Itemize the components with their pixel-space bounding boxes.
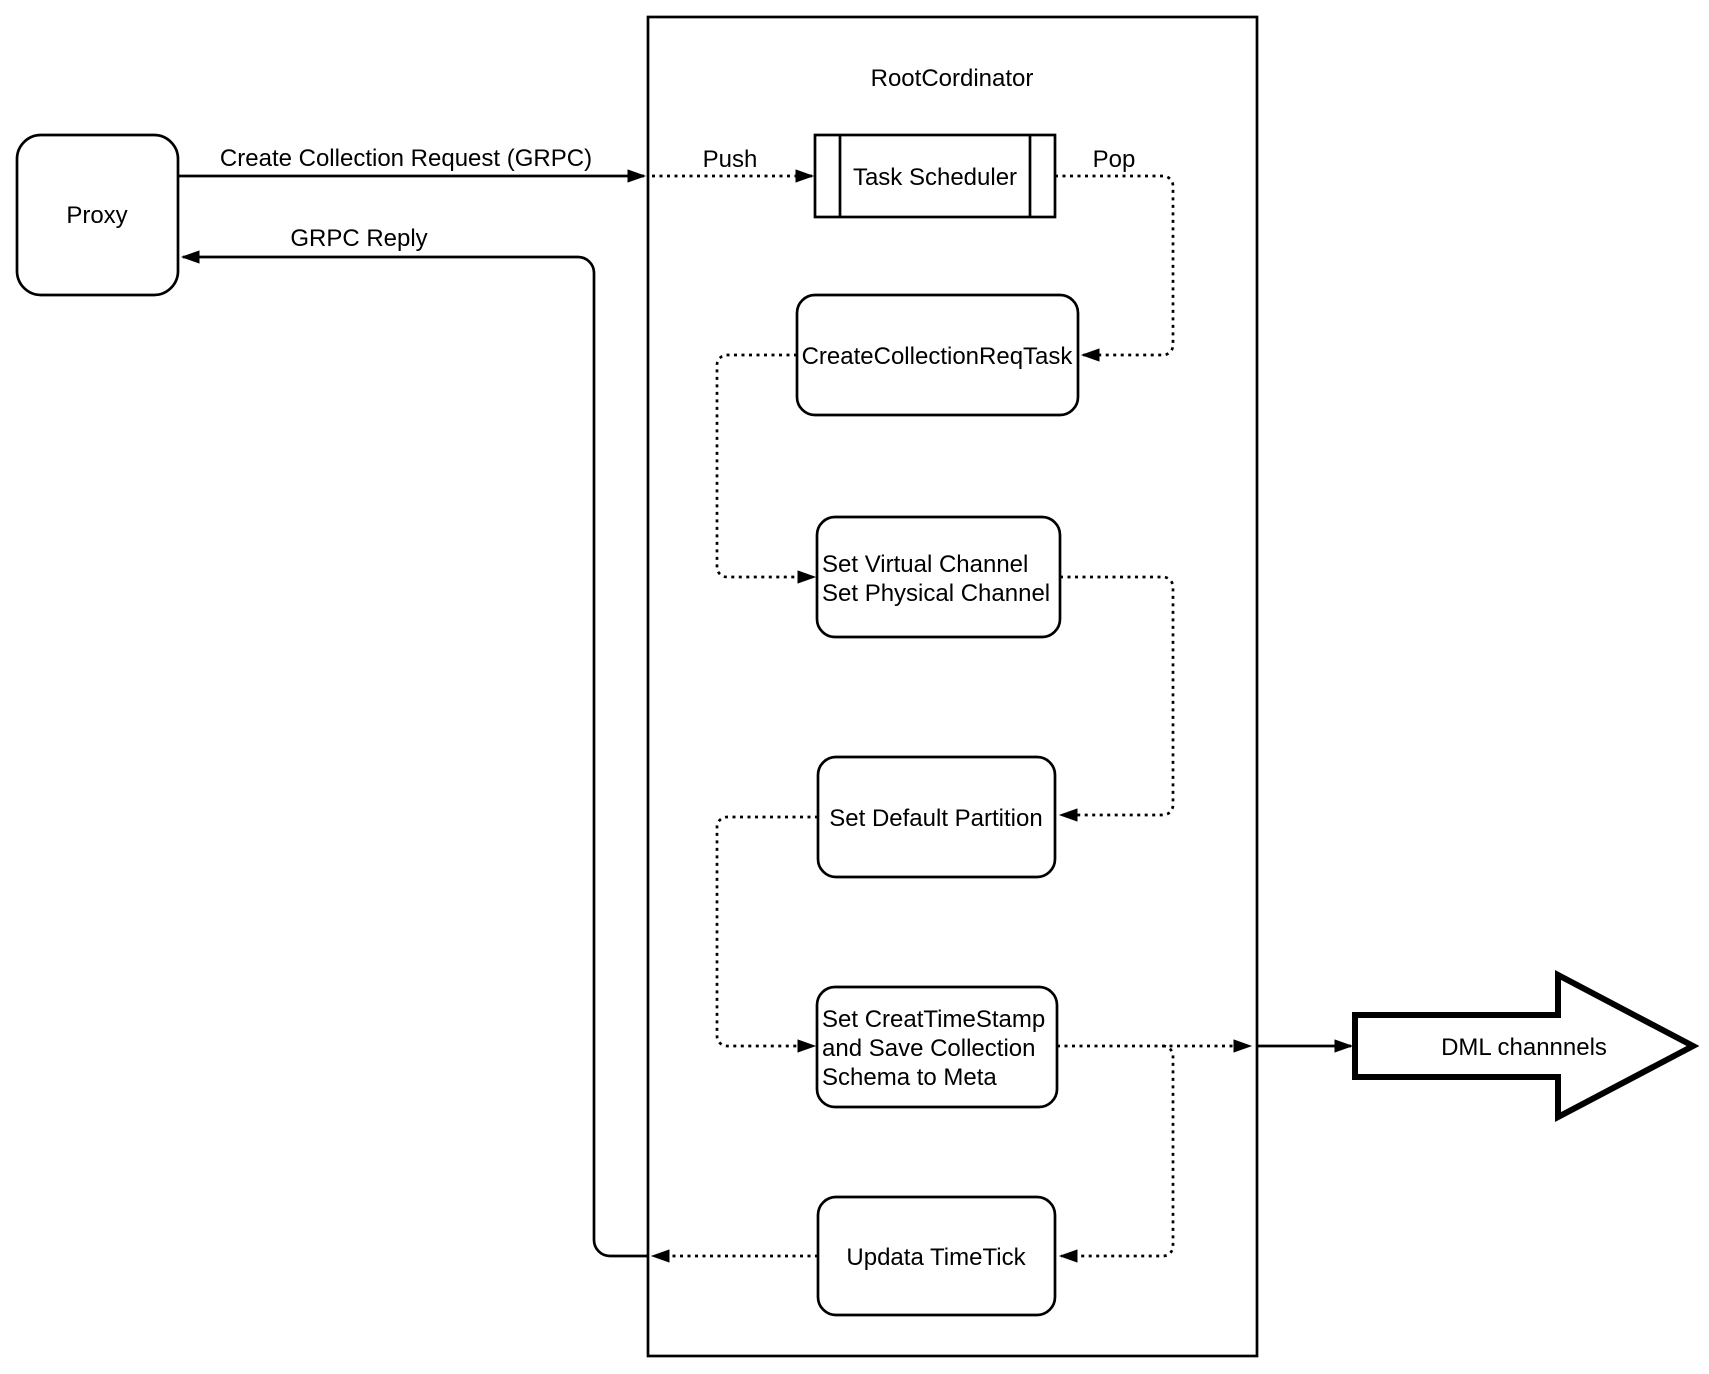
proxy-label: Proxy	[66, 202, 127, 229]
root-coordinator-title: RootCordinator	[871, 65, 1034, 92]
task-scheduler-label: Task Scheduler	[853, 164, 1017, 191]
pop-edge	[1055, 174, 1175, 362]
grpc-reply-edge	[180, 250, 648, 1258]
task-scheduler-node	[813, 133, 1057, 219]
timestamp-to-timetick-edge	[1058, 1044, 1175, 1263]
create-collection-request-label: Create Collection Request (GRPC)	[220, 145, 592, 172]
set-timestamp-line-1: Set CreatTimeStamp	[822, 1006, 1045, 1033]
proxy-node	[15, 133, 180, 297]
dml-channels-label: DML channnels	[1441, 1034, 1607, 1061]
channel-to-partition-edge	[1058, 575, 1175, 822]
update-timetick-label: Updata TimeTick	[846, 1244, 1026, 1271]
pop-label: Pop	[1093, 146, 1136, 173]
set-timestamp-line-3: Schema to Meta	[822, 1064, 997, 1091]
create-collection-req-task-label: CreateCollectionReqTask	[802, 343, 1074, 370]
partition-to-timestamp-edge	[715, 815, 818, 1053]
set-channel-line-2: Set Physical Channel	[822, 580, 1050, 607]
root-coordinator-container	[646, 15, 1259, 1358]
grpc-reply-label: GRPC Reply	[290, 225, 427, 252]
set-default-partition-label: Set Default Partition	[829, 805, 1042, 832]
dml-channels-arrow	[1352, 970, 1700, 1122]
push-label: Push	[703, 146, 758, 173]
set-timestamp-line-2: and Save Collection	[822, 1035, 1035, 1062]
task-to-channel-edge	[715, 353, 817, 584]
set-channel-line-1: Set Virtual Channel	[822, 551, 1028, 578]
